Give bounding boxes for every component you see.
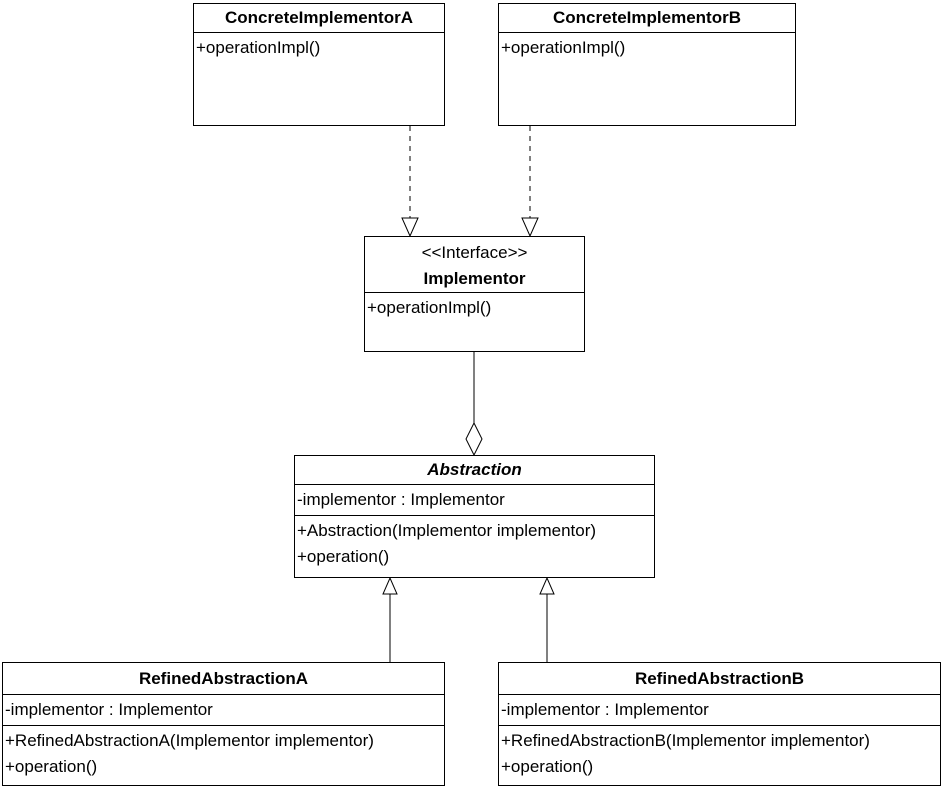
operation: +operation() (5, 757, 98, 776)
class-header: <<Interface>> Implementor (365, 237, 584, 293)
operation: +Abstraction(Implementor implementor) (297, 521, 597, 540)
class-header: ConcreteImplementorA (194, 4, 444, 33)
operation: +operationImpl() (367, 298, 492, 317)
operation: +RefinedAbstractionB(Implementor impleme… (501, 731, 870, 750)
class-name: ConcreteImplementorA (225, 8, 413, 27)
attribute: -implementor : Implementor (5, 700, 213, 719)
class-refined-abstraction-a[interactable]: RefinedAbstractionA -implementor : Imple… (2, 662, 445, 786)
operation: +operation() (297, 547, 390, 566)
operations-section: +operationImpl() (365, 293, 584, 323)
class-header: ConcreteImplementorB (499, 4, 795, 33)
attribute: -implementor : Implementor (297, 490, 505, 509)
class-concrete-implementor-a[interactable]: ConcreteImplementorA +operationImpl() (193, 3, 445, 126)
class-name: RefinedAbstractionA (138, 669, 309, 688)
operations-section: +Abstraction(Implementor implementor) +o… (295, 516, 654, 572)
class-name: Abstraction (427, 460, 522, 479)
class-name: RefinedAbstractionB (634, 669, 805, 688)
class-abstraction[interactable]: Abstraction -implementor : Implementor +… (294, 455, 655, 578)
class-header: Abstraction (295, 456, 654, 485)
operation: +operation() (501, 757, 594, 776)
realization-concrete-b-to-implementor (521, 126, 539, 238)
operations-section: +operationImpl() (499, 33, 795, 63)
class-header: RefinedAbstractionB (499, 663, 940, 695)
aggregation-abstraction-implementor (465, 351, 483, 457)
attributes-section: -implementor : Implementor (295, 485, 654, 516)
operations-section: +RefinedAbstractionB(Implementor impleme… (499, 726, 940, 782)
generalization-refined-b-to-abstraction (539, 576, 555, 662)
class-header: RefinedAbstractionA (3, 663, 444, 695)
operation: +operationImpl() (196, 38, 321, 57)
operation: +operationImpl() (501, 38, 626, 57)
class-refined-abstraction-b[interactable]: RefinedAbstractionB -implementor : Imple… (498, 662, 941, 786)
attributes-section: -implementor : Implementor (499, 695, 940, 726)
class-concrete-implementor-b[interactable]: ConcreteImplementorB +operationImpl() (498, 3, 796, 126)
attributes-section: -implementor : Implementor (3, 695, 444, 726)
class-name: ConcreteImplementorB (553, 8, 741, 27)
operations-section: +operationImpl() (194, 33, 444, 63)
class-implementor-interface[interactable]: <<Interface>> Implementor +operationImpl… (364, 236, 585, 352)
generalization-refined-a-to-abstraction (382, 576, 398, 662)
operation: +RefinedAbstractionA(Implementor impleme… (5, 731, 374, 750)
stereotype-label: <<Interface>> (421, 243, 528, 262)
realization-concrete-a-to-implementor (401, 126, 419, 238)
operations-section: +RefinedAbstractionA(Implementor impleme… (3, 726, 444, 782)
class-name: Implementor (423, 269, 526, 288)
attribute: -implementor : Implementor (501, 700, 709, 719)
